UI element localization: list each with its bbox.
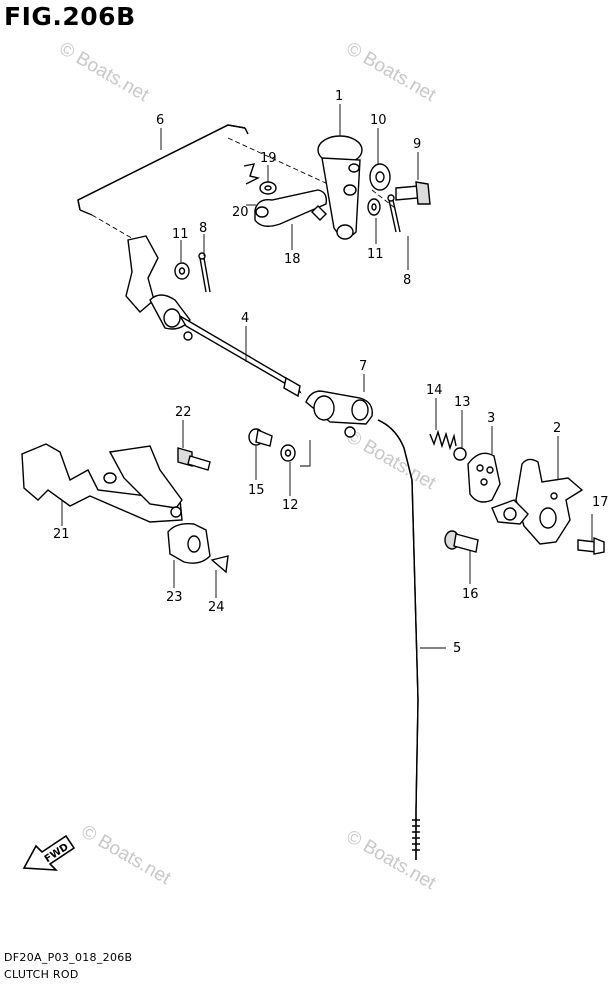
part-15-bolt xyxy=(248,428,273,447)
part-4-shaft xyxy=(125,235,302,398)
part-1-shift-lever xyxy=(317,135,363,240)
part-10-washer xyxy=(369,163,391,191)
part-20-clip xyxy=(243,163,261,185)
callout-16: 16 xyxy=(462,587,479,602)
phantom-line xyxy=(371,189,396,209)
fwd-arrow-icon: FWD xyxy=(22,834,76,871)
callout-8-left: 8 xyxy=(199,221,207,236)
part-18-link-arm xyxy=(254,189,328,227)
part-24-pin xyxy=(210,555,229,574)
leader-lines xyxy=(61,104,593,649)
callout-5: 5 xyxy=(453,641,461,656)
phantom-line xyxy=(227,137,331,186)
callout-7: 7 xyxy=(359,359,367,374)
watermark: © Boats.net xyxy=(343,426,440,494)
callout-2: 2 xyxy=(553,421,561,436)
callout-18: 18 xyxy=(284,252,301,267)
callout-23: 23 xyxy=(166,590,183,605)
part-16-bolt xyxy=(444,530,479,553)
part-23-block xyxy=(167,522,211,564)
part-12-washer xyxy=(280,444,296,462)
part-11-washer-left xyxy=(174,262,190,280)
figure-title: FIG.206B xyxy=(4,2,136,31)
callout-1: 1 xyxy=(335,89,343,104)
part-5-long-rod xyxy=(377,419,420,860)
callout-21: 21 xyxy=(53,527,70,542)
callout-22: 22 xyxy=(175,405,192,420)
callout-labels: 1 2 3 4 5 6 7 8 8 9 10 11 11 12 13 14 15… xyxy=(53,89,609,656)
figure-caption: CLUTCH ROD xyxy=(4,968,79,981)
callout-3: 3 xyxy=(487,411,495,426)
part-3-cam-plate xyxy=(467,452,501,503)
callout-15: 15 xyxy=(248,483,265,498)
watermark: © Boats.net xyxy=(343,826,440,894)
callout-14: 14 xyxy=(426,383,443,398)
callout-9: 9 xyxy=(413,137,421,152)
callout-17: 17 xyxy=(592,495,609,510)
callout-8-right: 8 xyxy=(403,273,411,288)
part-8-cotter-pin-left xyxy=(198,252,211,293)
part-9-bolt xyxy=(395,181,431,205)
watermark: © Boats.net xyxy=(56,38,153,106)
watermark: © Boats.net xyxy=(78,821,175,889)
callout-12: 12 xyxy=(282,498,299,513)
part-8-cotter-pin-upper xyxy=(387,194,401,233)
callout-19: 19 xyxy=(260,151,277,166)
part-17-screw xyxy=(577,536,605,555)
part-19-washer xyxy=(259,181,277,195)
callout-11-right: 11 xyxy=(367,247,384,262)
part-2-clutch-lever xyxy=(491,458,584,545)
part-11-washer-upper xyxy=(367,198,381,216)
part-7-rod-joint xyxy=(305,390,373,438)
figure-code: DF20A_P03_018_206B xyxy=(4,951,133,964)
callout-4: 4 xyxy=(241,311,249,326)
callout-20: 20 xyxy=(232,205,249,220)
part-13-ball xyxy=(453,447,467,461)
callout-13: 13 xyxy=(454,395,471,410)
callout-10: 10 xyxy=(370,113,387,128)
callout-6: 6 xyxy=(156,113,164,128)
callout-24: 24 xyxy=(208,600,225,615)
part-14-spring xyxy=(429,429,457,451)
part-22-bolt xyxy=(177,447,211,471)
part-21-bracket xyxy=(21,443,183,523)
watermark: © Boats.net xyxy=(343,38,440,106)
phantom-line xyxy=(91,214,136,241)
callout-11-left: 11 xyxy=(172,227,189,242)
part-6-upper-rod xyxy=(77,124,249,216)
